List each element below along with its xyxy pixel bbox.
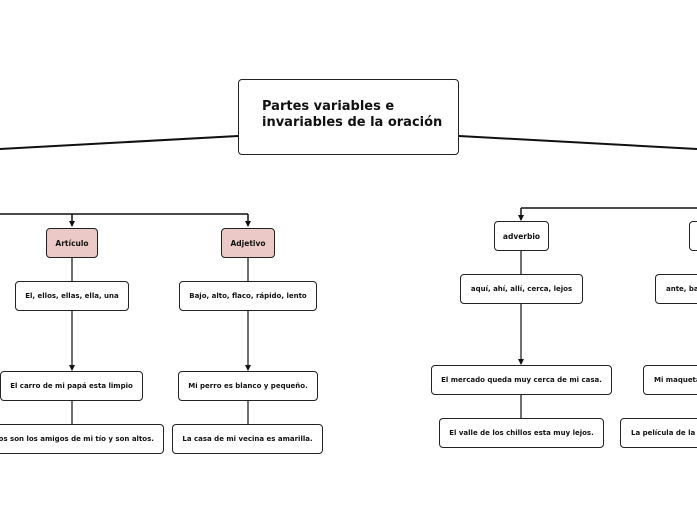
adjetivo-sentence-1-node[interactable]: Mi perro es blanco y pequeño. bbox=[178, 371, 318, 401]
cutoff-examples-node[interactable]: ante, ba bbox=[655, 274, 697, 304]
root-title: Partes variables e invariables de la ora… bbox=[262, 99, 443, 130]
cutoff-sentence-1-node[interactable]: Mi maqueta bbox=[643, 365, 697, 395]
adjetivo-sentence-2-node[interactable]: La casa de mi vecina es amarilla. bbox=[172, 424, 323, 454]
adverbio-examples-node[interactable]: aquí, ahí, allí, cerca, lejos bbox=[460, 274, 583, 304]
articulo-sentence-2-node[interactable]: Ellos son los amigos de mi tío y son alt… bbox=[0, 424, 164, 454]
articulo-examples-node[interactable]: El, ellos, ellas, ella, una bbox=[15, 281, 129, 311]
adverbio-sentence-1-node[interactable]: El mercado queda muy cerca de mi casa. bbox=[431, 365, 612, 395]
root-node[interactable]: Partes variables e invariables de la ora… bbox=[238, 79, 459, 155]
articulo-sentence-1-node[interactable]: El carro de mi papá esta limpio bbox=[0, 371, 143, 401]
adjetivo-label: Adjetivo bbox=[230, 238, 266, 248]
root-right-connector bbox=[458, 135, 697, 150]
articulo-node[interactable]: Artículo bbox=[46, 228, 98, 258]
adverbio-node[interactable]: adverbio bbox=[494, 221, 549, 251]
adjetivo-node[interactable]: Adjetivo bbox=[221, 228, 275, 258]
cutoff-category-node[interactable] bbox=[689, 221, 697, 251]
cutoff-sentence-2-node[interactable]: La película de la bbox=[620, 418, 697, 448]
root-left-connector bbox=[0, 135, 239, 150]
adverbio-label: adverbio bbox=[502, 231, 541, 241]
adjetivo-examples-node[interactable]: Bajo, alto, flaco, rápido, lento bbox=[179, 281, 317, 311]
articulo-label: Artículo bbox=[55, 238, 89, 248]
adverbio-sentence-2-node[interactable]: El valle de los chillos esta muy lejos. bbox=[439, 418, 604, 448]
